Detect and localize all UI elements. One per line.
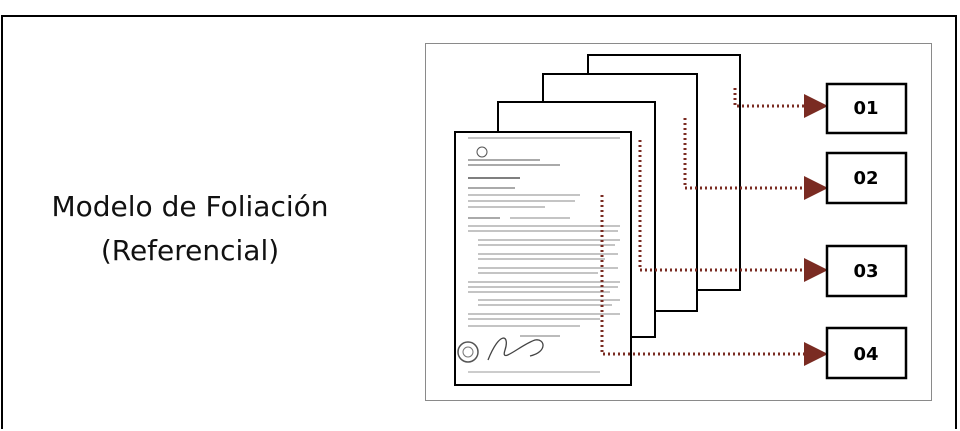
folio-box-02: 02 — [825, 151, 908, 205]
seal-stamp-icon — [476, 146, 488, 158]
diagram-caption: Modelo de Foliación (Referencial) — [20, 185, 360, 273]
folio-box-03: 03 — [825, 244, 908, 298]
arrow-connector-04 — [600, 195, 828, 366]
folio-label-02: 02 — [853, 168, 878, 189]
folio-box-01: 01 — [825, 82, 908, 135]
arrow-connector-03 — [638, 140, 828, 282]
arrow-connector-01 — [733, 88, 828, 118]
outer-frame — [1, 15, 957, 429]
caption-title: Modelo de Foliación — [51, 190, 329, 223]
folio-box-04: 04 — [825, 326, 908, 380]
scanned-document-icon — [454, 131, 632, 386]
folio-label-01: 01 — [853, 98, 878, 119]
folio-label-03: 03 — [853, 261, 878, 282]
signature-icon — [487, 337, 544, 361]
folio-label-04: 04 — [853, 344, 878, 365]
caption-subtitle: (Referencial) — [100, 234, 280, 267]
arrow-connector-02 — [683, 118, 828, 200]
seal-icon — [457, 341, 479, 363]
